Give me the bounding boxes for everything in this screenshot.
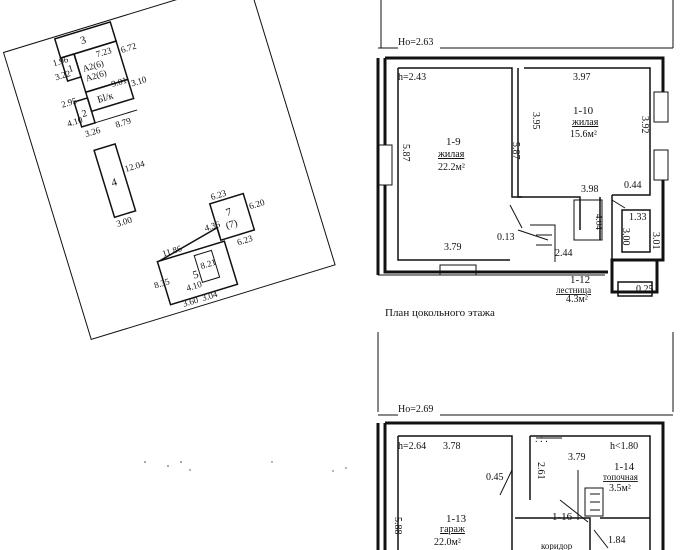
dim-295: 2.95: [60, 95, 78, 109]
dim-821: 8.21: [199, 257, 217, 271]
block-5: [156, 240, 239, 306]
dim-398: 3.98: [581, 184, 599, 195]
dim-620: 6.20: [248, 197, 266, 211]
room-19-type: жилая: [437, 149, 465, 160]
dim-587a: 5.87: [400, 144, 411, 162]
door-marks: . : .: [535, 434, 548, 445]
basement-caption: План цокольного этажа: [385, 307, 495, 319]
label-b7-sub: (7): [225, 218, 239, 232]
dim-623a: 6.23: [209, 188, 227, 202]
dim-672: 6.72: [119, 41, 137, 55]
dim-045: 0.45: [486, 472, 504, 483]
label-b4: 4: [110, 176, 119, 189]
basement-h: h=2.43: [398, 72, 426, 83]
dim-379: 3.79: [444, 242, 462, 253]
room-110-num: 1-10: [573, 105, 594, 117]
room-112-area: 4.3м²: [566, 294, 588, 305]
label-b5: 5: [191, 268, 200, 281]
dim-1204: 12.04: [123, 158, 146, 174]
ground-h: h=2.64: [398, 441, 426, 452]
dim-623b: 6.23: [236, 233, 254, 247]
dim-723: 7.23: [95, 45, 113, 59]
site-boundary: [2, 0, 336, 341]
room-19-num: 1-9: [446, 136, 461, 148]
dim-879: 8.79: [114, 115, 132, 129]
label-b7: 7: [225, 206, 234, 219]
dim-588: 5.88: [392, 517, 403, 535]
room-114-num: 1-14: [614, 461, 635, 473]
dim-301: 3.01: [650, 232, 661, 250]
h-low: h<1.80: [610, 441, 638, 452]
dim-326: 3.26: [84, 125, 102, 139]
dim-044: 0.44: [624, 180, 642, 191]
dim-013: 0.13: [497, 232, 515, 243]
room-114-type: топочная: [603, 472, 638, 482]
dim-901: 9.01: [110, 75, 128, 89]
dim-300: 3.00: [115, 214, 133, 228]
dim-196: 1.96: [51, 54, 69, 68]
dim-404: 4.04: [594, 214, 604, 230]
dim-1186: 11.86: [161, 243, 183, 259]
basement-ho: Ho=2.63: [398, 37, 433, 48]
dim-410b: 4.10: [185, 279, 203, 293]
ground-ho: Ho=2.69: [398, 404, 433, 415]
block-4: [93, 142, 137, 219]
room-116-num: 1-16: [552, 511, 573, 523]
room-116-type: коридор: [541, 541, 573, 550]
dim-587b: 5.87: [510, 142, 521, 160]
dim-261: 2.61: [535, 462, 546, 480]
label-b3: 3: [79, 34, 88, 47]
dim-397: 3.97: [573, 72, 591, 83]
label-b1: 1: [67, 63, 75, 75]
label-b2: 2: [81, 108, 89, 120]
label-bl: Бl/к: [96, 91, 115, 106]
site-plan: 3 1 2 Бl/к А2(6) А2(6) 4 5 7 (7) 7.23 6.…: [2, 0, 336, 341]
dim-025: 0.25: [636, 284, 654, 295]
dim-410: 4.10: [66, 114, 84, 128]
room-110-type: жилая: [571, 117, 599, 128]
dim-300: 3.00: [620, 228, 631, 246]
dim-379: 3.79: [568, 452, 586, 463]
ground-plan: Ho=2.69 h=2.64 3.78 0.45 2.61 3.79 h<1.8…: [376, 332, 674, 550]
room-114-area: 3.5м²: [609, 483, 631, 494]
dim-360: 3.60: [181, 295, 199, 309]
room-19-area: 22.2м²: [438, 162, 465, 173]
dim-395: 3.95: [530, 112, 541, 130]
dim-184: 1.84: [608, 535, 626, 546]
dim-392: 3.92: [639, 116, 650, 134]
room-110-area: 15.6м²: [570, 129, 597, 140]
room-113-num: 1-13: [446, 513, 467, 525]
dim-322: 3.22: [54, 68, 72, 82]
dim-835: 8.35: [153, 276, 171, 290]
room-113-area: 22.0м²: [434, 537, 461, 548]
dim-378: 3.78: [443, 441, 461, 452]
dim-244: 2.44: [555, 248, 573, 259]
room-112-type: лестница: [556, 285, 591, 295]
scan-specks: [144, 461, 347, 472]
basement-plan: Ho=2.63 h=2.43 3.97 1-9 жилая: [376, 0, 674, 319]
room-112-num: 1-12: [570, 274, 590, 286]
block-2: [73, 97, 97, 128]
dim-436: 4.36: [203, 219, 221, 233]
block-7: [208, 192, 256, 242]
dim-310: 3.10: [130, 74, 148, 88]
room-113-type: гараж: [440, 524, 465, 535]
dim-133: 1.33: [629, 212, 647, 223]
dim-304: 3.04: [201, 289, 219, 303]
